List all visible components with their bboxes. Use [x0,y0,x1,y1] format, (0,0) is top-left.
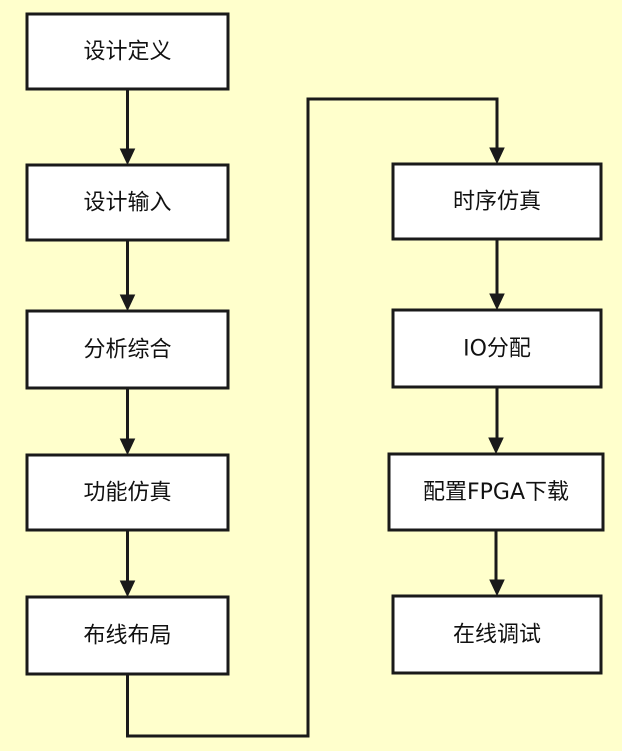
arrowhead [119,438,136,456]
arrowhead [119,148,136,166]
edge-n6-n7 [489,239,505,311]
node-n5: 布线布局 [25,595,230,676]
node-label: 时序仿真 [453,190,541,215]
edge-n1-n2 [119,89,136,166]
edge-n7-n8 [488,387,504,455]
node-label: 在线调试 [453,623,541,648]
node-box [25,12,230,91]
node-box [391,594,603,675]
arrowhead [119,294,136,312]
arrowhead [489,293,505,311]
node-label: 设计输入 [83,191,171,216]
node-n4: 功能仿真 [25,453,230,532]
node-n8: 配置FPGA下载 [387,452,605,532]
node-n6: 时序仿真 [391,162,603,241]
edge-n2-n3 [119,240,136,312]
node-box [391,308,603,389]
node-box [25,595,230,676]
node-n7: IO分配 [391,308,603,389]
edge-n8-n9 [489,530,505,597]
node-n9: 在线调试 [391,594,603,675]
node-label: 功能仿真 [83,481,171,506]
arrowhead [488,437,504,455]
edge-n3-n4 [119,388,136,456]
node-label: 分析综合 [83,338,171,363]
node-label: 配置FPGA下载 [423,480,569,505]
node-box [25,453,230,532]
arrowhead [489,147,505,165]
arrowhead [119,580,136,598]
arrowhead [489,579,505,597]
edge-line [126,97,499,738]
edge-n5-n6 [126,97,505,738]
node-n3: 分析综合 [25,309,230,390]
edges-layer [119,89,505,738]
node-label: 设计定义 [83,40,171,65]
node-label: 布线布局 [83,624,171,649]
node-n2: 设计输入 [25,163,230,242]
node-box [25,309,230,390]
node-label: IO分配 [463,337,531,362]
node-n1: 设计定义 [25,12,230,91]
node-box [387,452,605,532]
node-box [25,163,230,242]
node-box [391,162,603,241]
edge-n4-n5 [119,530,136,598]
